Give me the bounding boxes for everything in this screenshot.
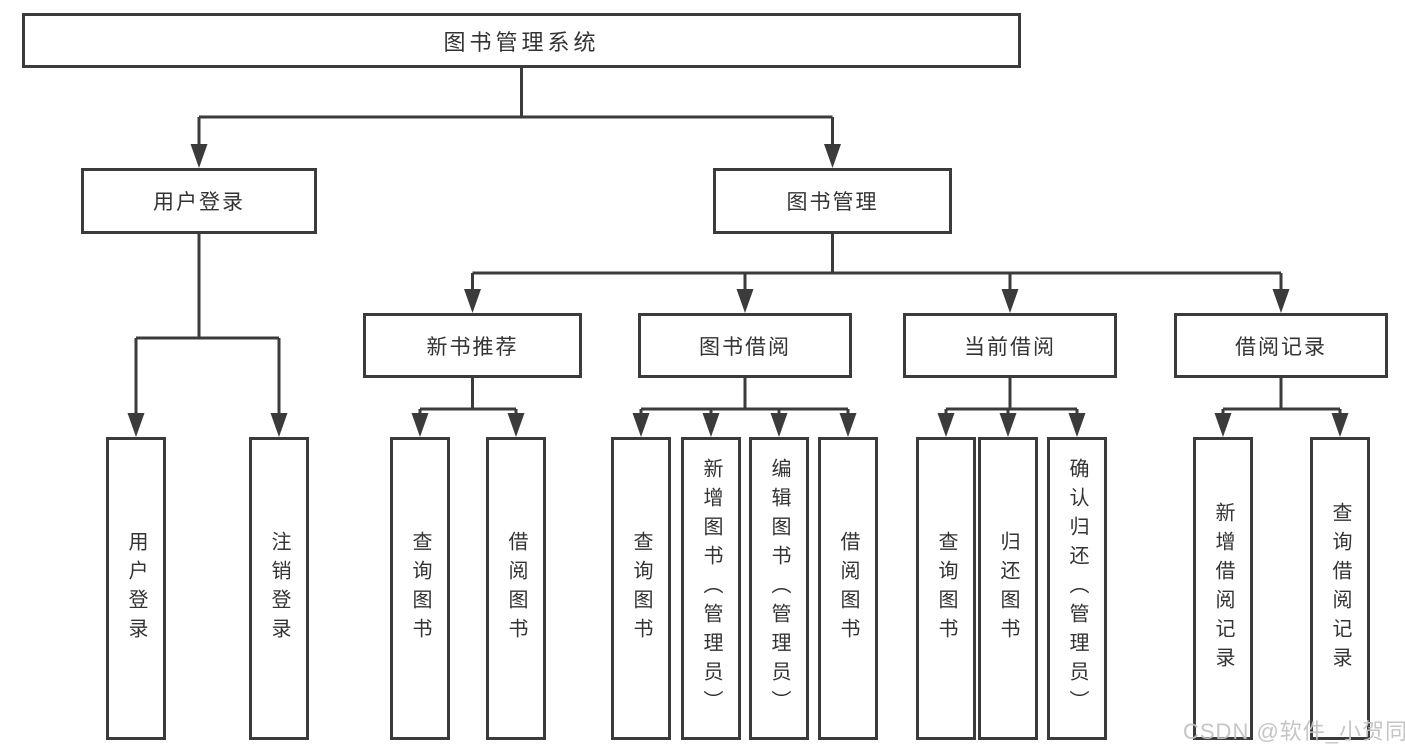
node-label: 用户登录: [153, 191, 245, 214]
node-root-library-system: 图书管理系统: [22, 13, 1021, 68]
leaf-label: 编辑图书（管理员）: [768, 458, 790, 719]
leaf-current-confirm-return-admin: 确认归还（管理员）: [1047, 437, 1107, 740]
node-label: 图书借阅: [699, 335, 791, 359]
leaf-user-login: 用户登录: [106, 437, 166, 740]
leaf-label: 用户登录: [125, 530, 147, 647]
leaf-label: 新增图书（管理员）: [700, 458, 722, 719]
leaf-label: 确认归还（管理员）: [1066, 458, 1088, 719]
node-borrow-records: 借阅记录: [1174, 313, 1388, 378]
node-label: 新书推荐: [426, 335, 519, 359]
leaf-label: 查询图书: [409, 530, 431, 647]
csdn-watermark: CSDN @软件_小贺同学: [1183, 719, 1405, 744]
leaf-current-return-books: 归还图书: [978, 437, 1038, 740]
leaf-records-query-record: 查询借阅记录: [1310, 437, 1370, 740]
leaf-label: 归还图书: [997, 530, 1019, 647]
leaf-borrow-edit-books-admin: 编辑图书（管理员）: [749, 437, 809, 740]
leaf-newbook-borrow-books: 借阅图书: [486, 437, 546, 740]
leaf-label: 查询图书: [630, 530, 652, 647]
leaf-label: 新增借阅记录: [1212, 501, 1234, 676]
arrowheads: [127, 144, 1349, 437]
node-book-borrow: 图书借阅: [638, 313, 852, 378]
leaf-label: 查询借阅记录: [1329, 501, 1351, 676]
node-current-borrow: 当前借阅: [903, 313, 1117, 378]
leaf-label: 注销登录: [268, 530, 290, 647]
node-label: 借阅记录: [1235, 335, 1327, 359]
leaf-borrow-query-books: 查询图书: [611, 437, 671, 740]
node-label: 当前借阅: [964, 335, 1056, 359]
node-new-book-recommend: 新书推荐: [363, 313, 582, 378]
leaf-current-query-books: 查询图书: [916, 437, 976, 740]
node-label: 图书管理: [786, 191, 879, 214]
node-label: 图书管理系统: [443, 29, 600, 55]
node-user-login: 用户登录: [81, 168, 317, 234]
leaf-logout: 注销登录: [249, 437, 309, 740]
leaf-label: 查询图书: [935, 530, 957, 647]
node-book-management: 图书管理: [713, 168, 952, 234]
leaf-label: 借阅图书: [837, 530, 859, 647]
leaf-records-add-record: 新增借阅记录: [1193, 437, 1253, 740]
leaf-label: 借阅图书: [505, 530, 527, 647]
leaf-borrow-add-books-admin: 新增图书（管理员）: [681, 437, 741, 740]
leaf-newbook-query-books: 查询图书: [390, 437, 450, 740]
leaf-borrow-borrow-books: 借阅图书: [818, 437, 878, 740]
